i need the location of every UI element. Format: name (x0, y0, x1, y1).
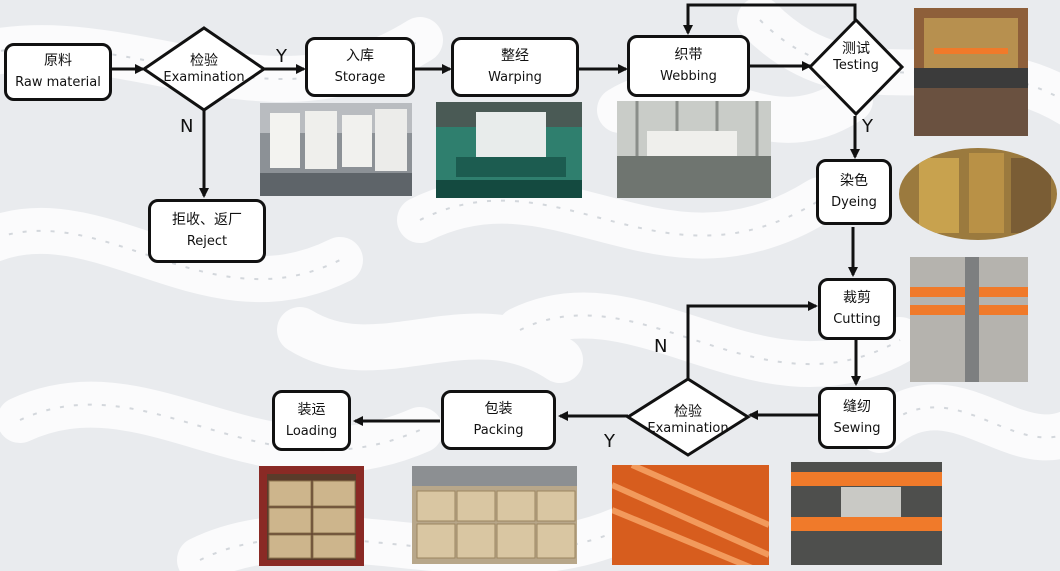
cutting-photo (910, 257, 1028, 382)
storage-warehouse-photo (260, 103, 412, 196)
webbing-loom-photo (617, 101, 771, 198)
raw-material-zh: 原料 (44, 53, 72, 69)
warping-en: Warping (488, 70, 542, 85)
loading-container-photo (259, 466, 364, 566)
sewing-zh: 缝纫 (843, 399, 871, 415)
exam2-en: Examination (647, 421, 729, 436)
warping-zh: 整经 (501, 48, 529, 64)
cutting-zh: 裁剪 (843, 290, 871, 306)
dyeing-node: 染色 Dyeing (816, 159, 892, 225)
dyeing-zh: 染色 (840, 173, 868, 189)
exam1-zh: 检验 (190, 53, 218, 69)
testing-label: 测试 Testing (816, 40, 896, 74)
loading-zh: 装运 (297, 401, 326, 418)
storage-zh: 入库 (346, 48, 374, 64)
webbing-node: 织带 Webbing (627, 35, 750, 97)
cutting-node: 裁剪 Cutting (818, 278, 896, 340)
packing-boxes-photo (412, 466, 577, 564)
exam1-no-label: N (180, 116, 194, 137)
warping-node: 整经 Warping (451, 37, 579, 97)
sewing-node: 缝纫 Sewing (818, 387, 896, 449)
packing-node: 包装 Packing (441, 390, 556, 450)
exam2-no-label: N (654, 336, 668, 357)
cutting-en: Cutting (833, 312, 881, 327)
reject-zh: 拒收、返厂 (172, 212, 242, 228)
exam2-yes-label: Y (604, 431, 615, 452)
exam2-label: 检验 Examination (638, 403, 738, 437)
packing-en: Packing (473, 423, 524, 438)
testing-machine-photo (914, 8, 1028, 136)
examination-straps-photo (612, 465, 769, 565)
warping-machine-photo (436, 102, 582, 198)
testing-yes-label: Y (862, 116, 873, 137)
webbing-en: Webbing (660, 69, 717, 84)
reject-node: 拒收、返厂 Reject (148, 199, 266, 263)
exam2-zh: 检验 (674, 404, 702, 420)
webbing-zh: 织带 (674, 47, 703, 63)
exam1-yes-label: Y (276, 46, 287, 67)
sewing-machine-photo (791, 462, 942, 565)
sewing-en: Sewing (833, 421, 881, 436)
raw-material-en: Raw material (15, 75, 101, 90)
raw-material-node: 原料 Raw material (4, 43, 112, 101)
reject-en: Reject (186, 234, 228, 249)
storage-en: Storage (334, 70, 386, 85)
storage-node: 入库 Storage (305, 37, 415, 97)
loading-node: 装运 Loading (272, 390, 351, 451)
exam1-label: 检验 Examination (154, 52, 254, 86)
loading-en: Loading (285, 423, 338, 439)
packing-zh: 包装 (484, 401, 513, 417)
dyeing-machine-photo (899, 148, 1057, 240)
exam1-en: Examination (163, 70, 245, 85)
testing-zh: 测试 (842, 41, 870, 57)
testing-en: Testing (833, 58, 879, 73)
dyeing-en: Dyeing (831, 195, 877, 210)
